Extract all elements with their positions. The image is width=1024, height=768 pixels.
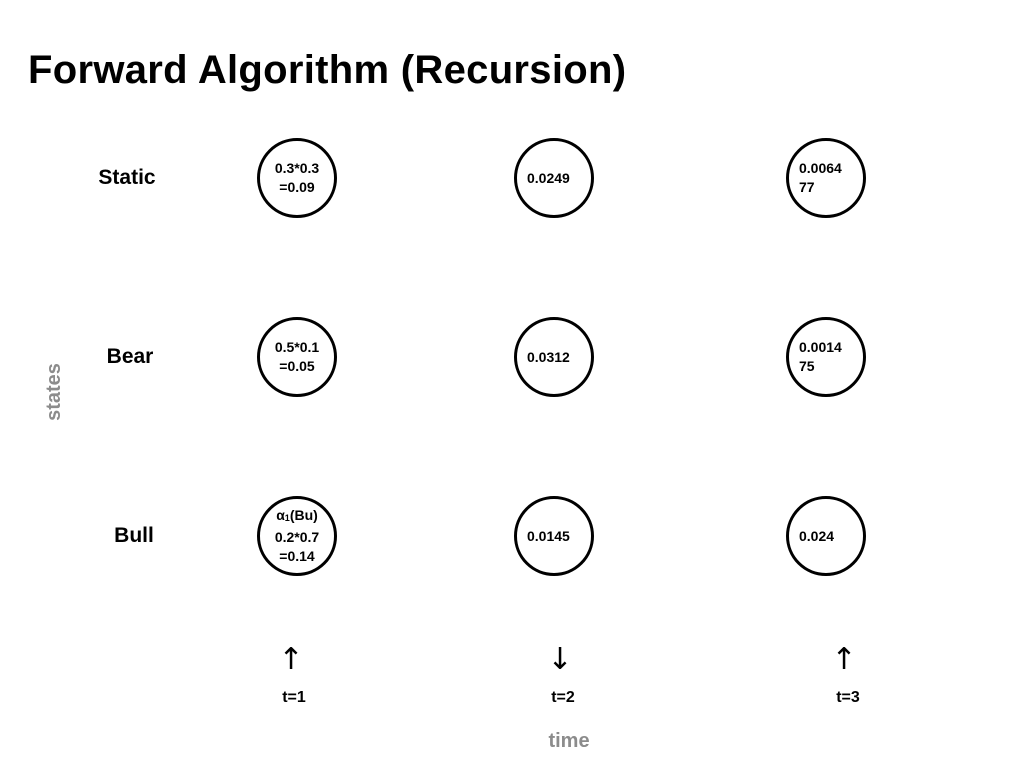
time-tick-t2: t=2 [551,689,575,706]
node-line: 0.0249 [527,169,570,186]
node-line: 0.5*0.1 [274,339,320,355]
row-label-static: Static [98,166,156,189]
node-line: 0.024 [799,527,835,544]
time-tick-t3: t=3 [836,689,860,706]
observation-arrow-up-icon: ↑ [831,642,857,677]
node-bear-t1: 0.5*0.1 =0.05 [257,317,337,397]
node-line: =0.14 [279,548,315,564]
node-line: =0.05 [279,358,315,374]
observation-arrow-up-icon: ↑ [278,642,304,677]
node-line: 0.2*0.7 [274,529,320,545]
node-line: 0.0064 [799,160,842,176]
node-bear-t2: 0.0312 [514,317,594,397]
node-line: 0.0312 [527,348,570,365]
node-static-t3: 0.0064 77 [786,138,866,218]
row-label-bear: Bear [106,345,154,368]
node-line: 75 [799,358,815,374]
time-axis-label: time [548,730,590,752]
observation-arrow-down-icon: ↓ [547,642,573,677]
node-bull-t1: α1(Bu) 0.2*0.7 =0.14 [257,496,337,576]
node-line: 0.0014 [799,339,842,355]
node-alpha-line: α1(Bu) [276,506,318,528]
alpha-subscript: 1 [284,513,290,523]
row-label-bull: Bull [114,524,154,547]
node-bull-t2: 0.0145 [514,496,594,576]
states-axis-label: states [43,363,65,421]
time-tick-t1: t=1 [282,689,306,706]
node-line: 77 [799,179,815,195]
node-bull-t3: 0.024 [786,496,866,576]
page-title: Forward Algorithm (Recursion) [28,48,627,92]
alpha-argument: (Bu) [289,507,318,523]
node-static-t2: 0.0249 [514,138,594,218]
alpha-symbol: α [276,507,285,523]
node-line: 0.3*0.3 [274,160,320,176]
node-static-t1: 0.3*0.3 =0.09 [257,138,337,218]
node-bear-t3: 0.0014 75 [786,317,866,397]
node-line: 0.0145 [527,527,570,544]
node-line: =0.09 [279,179,315,195]
